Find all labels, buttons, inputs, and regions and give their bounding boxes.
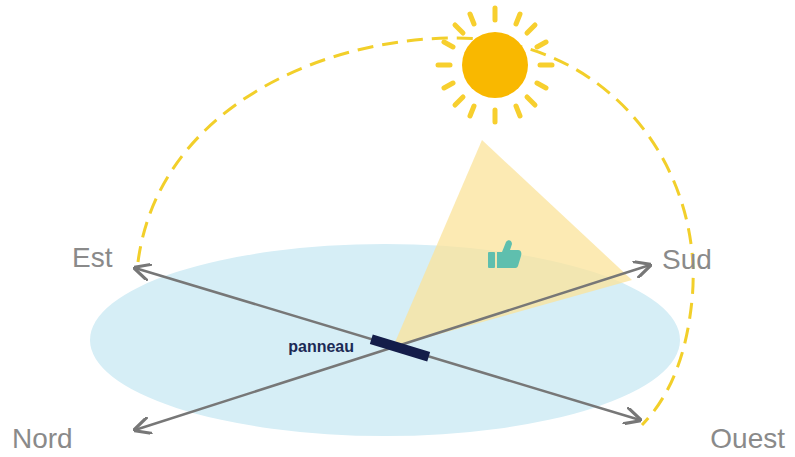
direction-label: Sud	[662, 246, 712, 274]
panel-label: panneau	[288, 339, 354, 355]
sun-path	[138, 38, 693, 425]
thumbs-up-icon	[488, 240, 521, 268]
direction-label: Ouest	[710, 425, 785, 453]
east-west-axis	[135, 268, 640, 420]
sun	[438, 8, 552, 122]
direction-label: Nord	[12, 425, 73, 453]
light-beam	[393, 140, 632, 347]
solar-panel	[370, 334, 430, 361]
direction-label: Est	[72, 244, 112, 272]
north-south-axis	[135, 265, 650, 430]
